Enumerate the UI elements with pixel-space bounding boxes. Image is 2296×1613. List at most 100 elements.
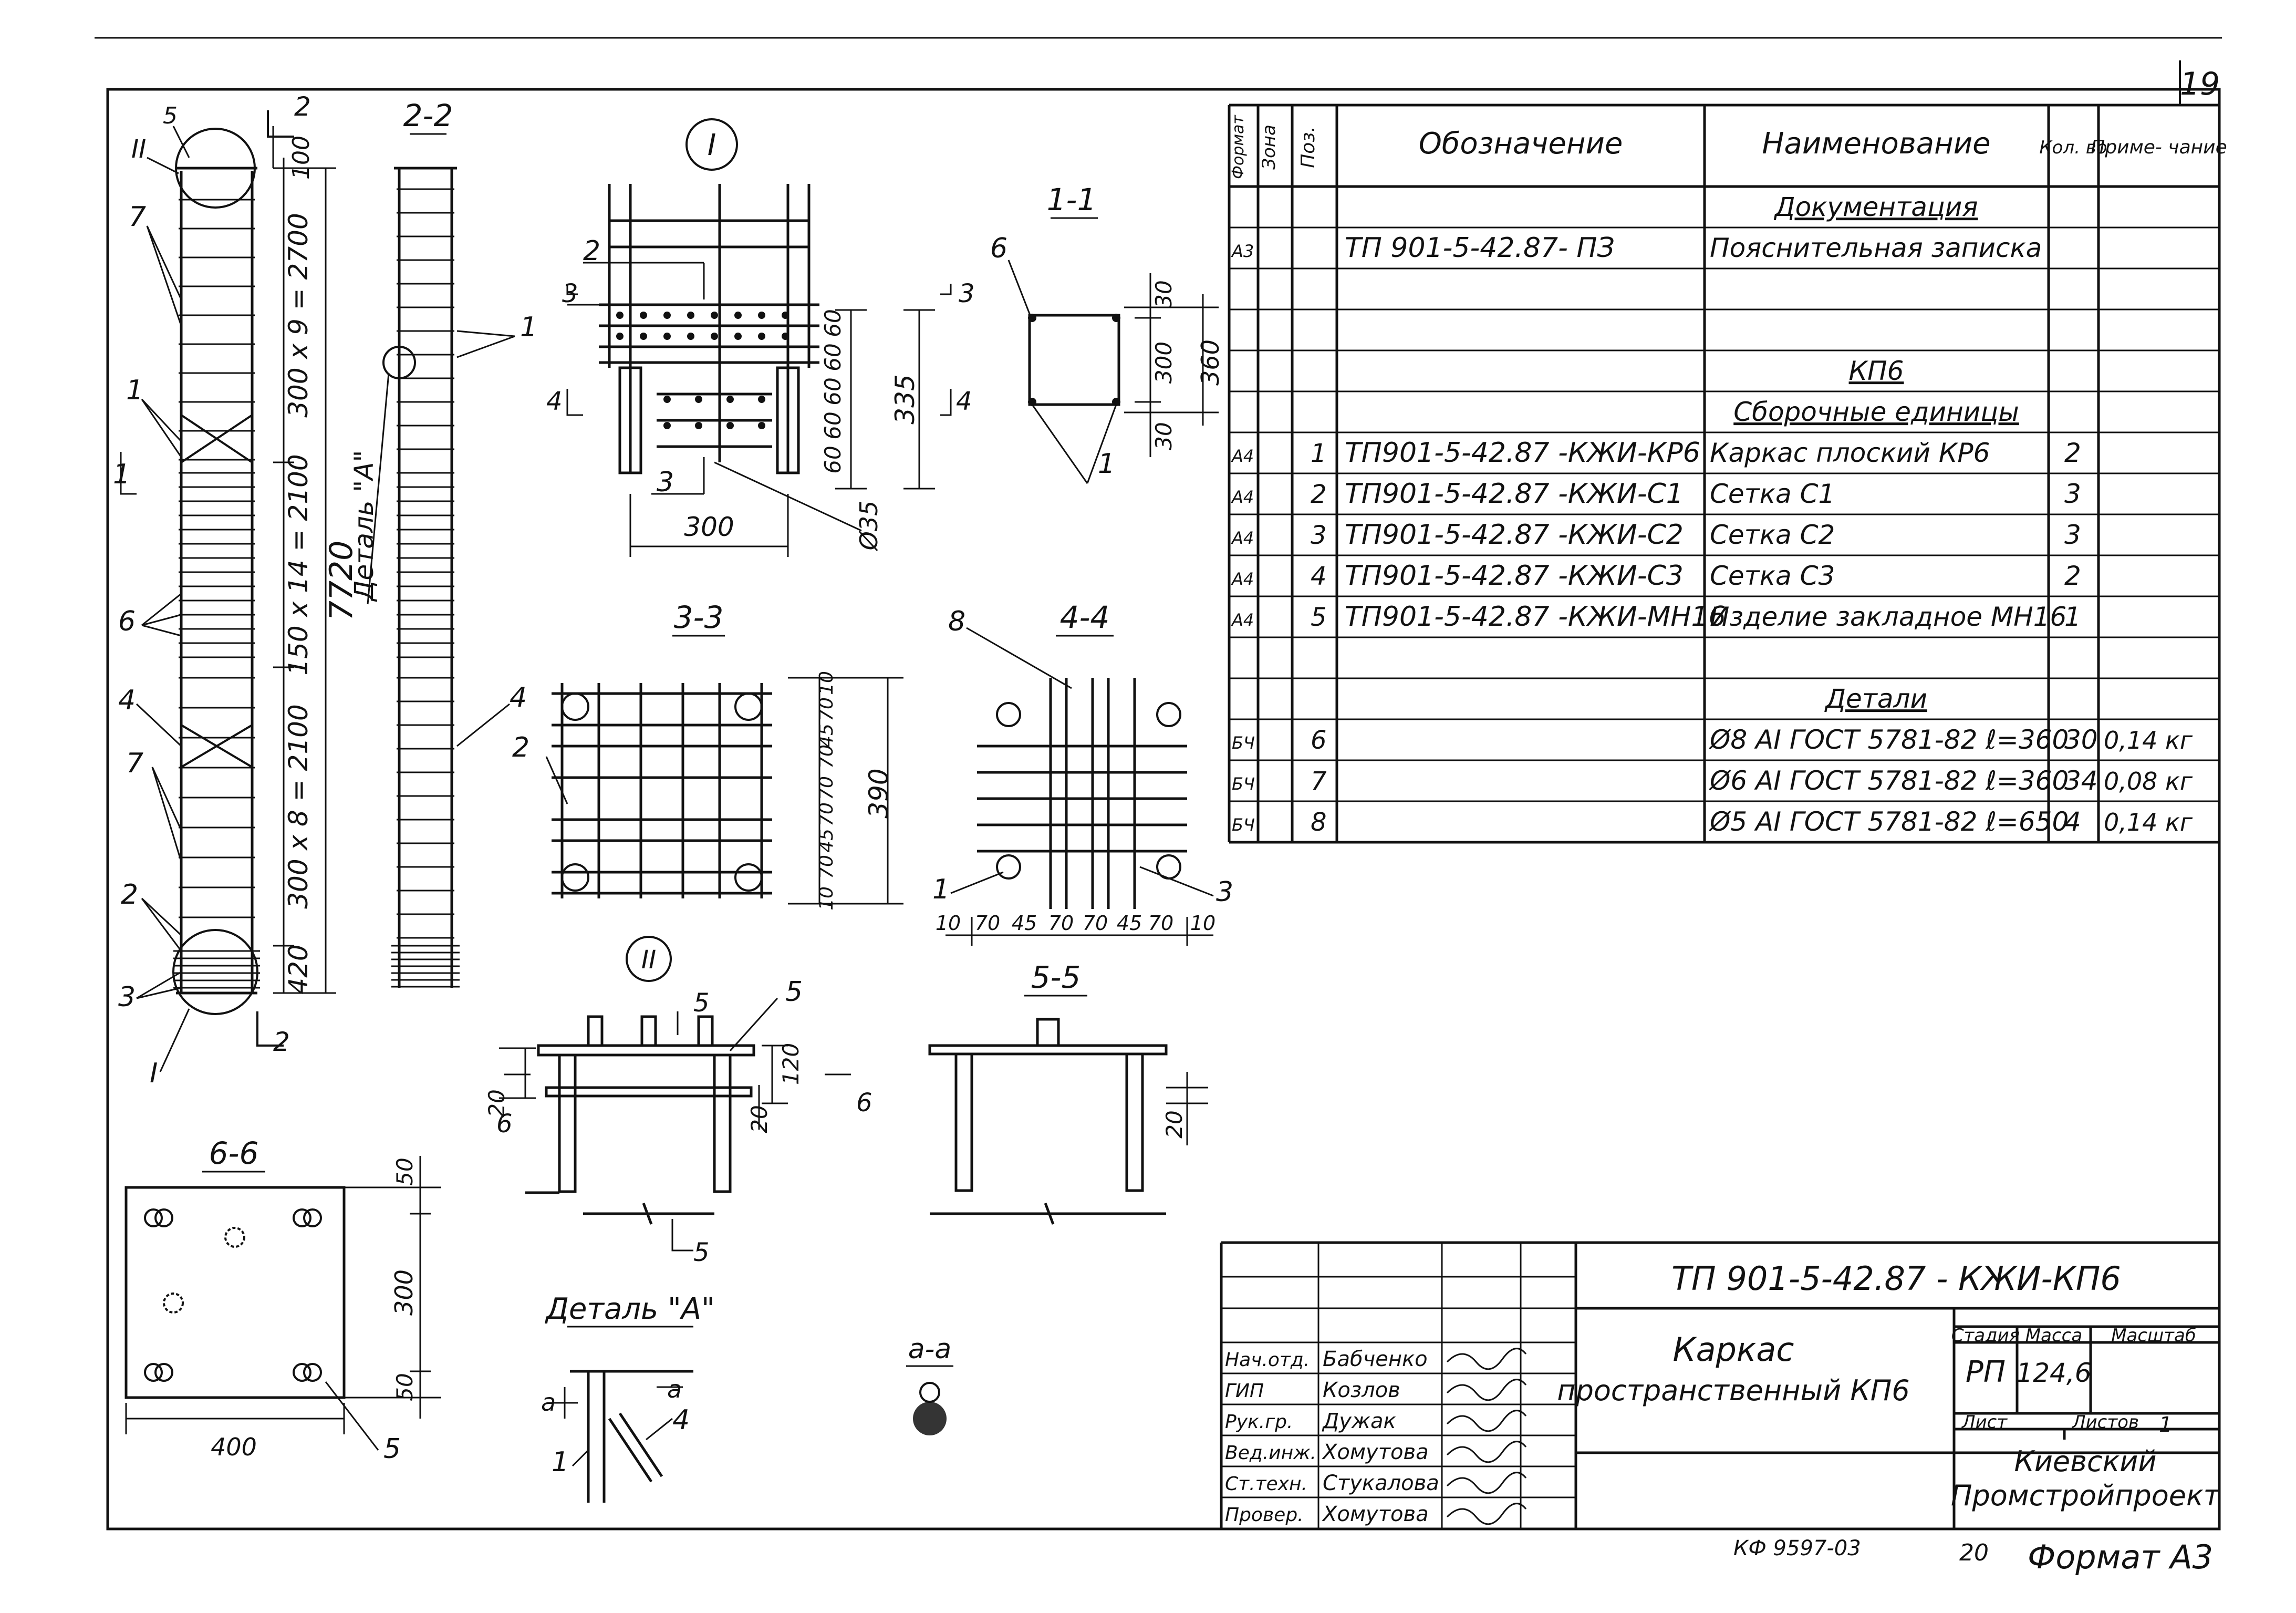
elev-callout-2: 2 [121,879,138,911]
signature-0 [1446,1348,1527,1370]
spec-row-13-note: 0,14 кг [2104,726,2193,754]
staff-role-5: Провер. [1225,1504,1304,1526]
footer-num: 20 [1959,1539,1989,1566]
spec-row-14-name: Ø6 АI ГОСТ 5781-82 ℓ=360 [1709,766,2069,796]
spec-row-10-des: ТП901-5-42.87 -КЖИ-МН16 [1345,601,1726,633]
section-1-1-callout-1: 1 [1098,448,1115,480]
section-3-3-title: 3-3 [674,599,724,635]
detail-I-callout-3b: 3 [657,467,674,498]
spec-row-8-des: ТП901-5-42.87 -КЖИ-С2 [1345,519,1684,551]
section-6-6-title: 6-6 [209,1135,259,1171]
spec-row-14-pos: 7 [1311,767,1327,796]
detail-A: Деталь "А" а а 1 4 [541,1292,715,1503]
spec-row-6-des: ТП901-5-42.87 -КЖИ-КР6 [1345,437,1700,469]
spec-row-1-name: Пояснительная записка [1710,233,2042,263]
elev-callout-I: I [150,1058,158,1089]
spec-row-9-qty: 2 [2064,561,2081,591]
spec-row-6-qty: 2 [2064,438,2081,468]
section-3-3-dim-total: 390 [864,768,894,818]
section-6-6-callout-5: 5 [383,1433,401,1465]
section-2-2-title: 2-2 [403,98,453,133]
detail-I-callout-4a: 4 [546,387,563,416]
detail-I: I [546,118,975,557]
staff-name-0: Бабченко [1323,1347,1428,1371]
section-3-3-dim-6: 45 [816,829,837,853]
section-6-6: 6-6 50 300 50 400 5 [124,1135,441,1465]
section-2-2-callout-1: 1 [520,312,537,343]
detail-II-dim-2: 20 [746,1105,772,1133]
section-1-1-title: 1-1 [1047,182,1097,218]
detail-I-callout-2: 2 [583,235,600,267]
elevation-view: 100 300 x 9 = 2700 150 x 14 = 2100 300 x… [113,91,360,1089]
spec-row-10-pos: 5 [1311,603,1327,632]
elev-callout-5: 5 [163,102,178,129]
spec-row-15-note: 0,14 кг [2104,808,2193,836]
spec-row-7-qty: 3 [2064,479,2081,509]
spec-row-1-des: ТП 901-5-42.87- ПЗ [1345,232,1615,264]
detail-I-dim-5: 335 [890,374,920,424]
spec-row-6-pos: 1 [1311,439,1327,468]
title-block-sheet-label: Лист [1961,1412,2008,1433]
spec-row-9-name: Сетка С3 [1710,561,1835,591]
spec-header-1: Зона [1259,125,1280,170]
section-6-6-dim-2: 50 [392,1373,418,1401]
detail-A-callout-a2: а [667,1375,682,1403]
spec-row-14-note: 0,08 кг [2104,767,2193,795]
spec-row-10-qty: 1 [2064,602,2081,632]
detail-I-dim-3: 60 [820,411,846,439]
spec-row-8-pos: 3 [1311,521,1327,550]
section-4-4-dim-2: 45 [1012,912,1037,935]
elev-callout-1a: 1 [126,375,143,406]
detail-II-callout-5c: 5 [693,1238,710,1267]
section-3-3-dim-8: 10 [816,886,837,911]
elev-dim-0: 100 [288,136,315,180]
signature-3 [1446,1441,1527,1463]
spec-header-5: Кол. во [2039,137,2107,158]
section-4-4-dim-3: 70 [1048,912,1074,935]
elev-callout-II: II [131,135,146,164]
staff-role-2: Рук.гр. [1225,1411,1293,1433]
spec-row-7-name: Сетка С1 [1710,479,1835,509]
spec-row-13-name: Ø8 АI ГОСТ 5781-82 ℓ=360 [1709,725,2069,755]
spec-header-6: Приме- чание [2091,137,2227,158]
section-3-3-dim-3: 70 [816,745,837,769]
section-3-3-callout-2: 2 [512,732,529,763]
detail-II-callout-5b: 5 [693,988,710,1018]
spec-row-14-fmt: БЧ [1232,774,1255,794]
section-2-2-callout-4: 4 [510,682,527,714]
elev-dim-4: 420 [283,944,314,994]
spec-row-5-name: Сборочные единицы [1733,397,2019,427]
section-4-4-callout-3: 3 [1216,876,1233,908]
spec-header-3: Обозначение [1419,127,1623,161]
staff-role-3: Вед.инж. [1225,1442,1316,1464]
detail-I-title: I [708,128,716,162]
footer-format: Формат А3 [2028,1538,2213,1576]
elev-callout-6: 6 [118,606,136,637]
title-block-stage: РП [1966,1355,2006,1389]
spec-row-15-name: Ø5 АI ГОСТ 5781-82 ℓ=650 [1709,806,2069,837]
section-4-4-callout-8: 8 [948,606,965,637]
detail-II-callout-6b: 6 [856,1088,872,1118]
spec-row-1-fmt: А3 [1231,241,1254,261]
title-block-name-1: Каркас [1673,1330,1794,1369]
spec-row-13-fmt: БЧ [1232,733,1255,753]
detail-A-callout-1: 1 [552,1446,569,1478]
section-4-4-dim-1: 70 [975,912,1000,935]
elev-callout-1b: 1 [113,459,130,490]
staff-name-5: Хомутова [1322,1502,1429,1526]
signature-5 [1446,1503,1527,1525]
section-a-a: а-а [906,1333,953,1435]
elev-section-mark: 2 [294,91,311,122]
section-4-4-dim-5: 45 [1117,912,1142,935]
section-3-3-dim-7: 70 [816,855,837,879]
section-6-6-dim-3: 400 [211,1433,257,1461]
title-block-scale-header: Масштаб [2111,1325,2196,1346]
section-3-3-dim-5: 70 [816,802,837,826]
section-1-1-dim-1: 300 [1151,342,1177,384]
title-block-mass: 124,6 [2016,1358,2091,1388]
spec-header-0: Формат [1229,115,1248,179]
title-block-org-2: Промстройпроект [1951,1479,2221,1512]
section-1-1-dim-3: 360 [1196,339,1224,386]
